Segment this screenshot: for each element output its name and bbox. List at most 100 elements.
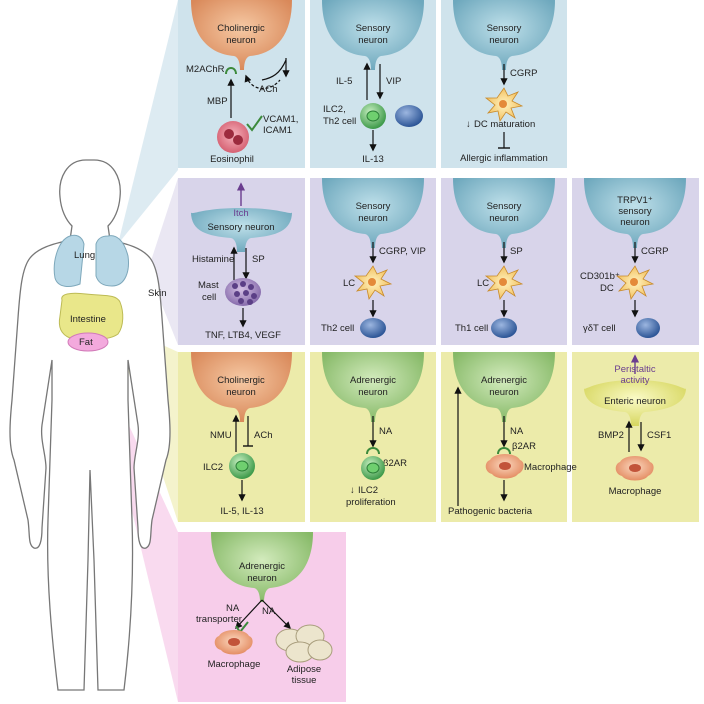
m2achr-receptor-icon bbox=[225, 67, 237, 75]
pathogenic-bacteria-label: Pathogenic bacteria bbox=[448, 506, 533, 517]
macrophage-label: Macrophage bbox=[208, 659, 261, 670]
arrow-down-label: ↓ bbox=[350, 485, 355, 496]
gamma-delta-label: γδT cell bbox=[583, 323, 616, 334]
lc-label: LC bbox=[477, 278, 489, 289]
adrenergic-neuron-icon bbox=[211, 532, 313, 602]
transporter-line-1: NA bbox=[226, 603, 240, 614]
neuron-line-2: neuron bbox=[247, 573, 277, 584]
ach-label: ACh bbox=[259, 84, 277, 95]
lung-panel-2-content: Sensory neuron IL-5 VIP ILC2, Th2 cell I… bbox=[322, 0, 424, 165]
vip-label: VIP bbox=[386, 76, 401, 87]
dendritic-cell-icon bbox=[615, 265, 655, 301]
th1-label: Th1 cell bbox=[455, 323, 488, 334]
neuron-line-1: Adrenergic bbox=[350, 375, 396, 386]
mbp-label: MBP bbox=[207, 96, 228, 107]
dendritic-cell-icon bbox=[484, 87, 524, 123]
skin-connector bbox=[148, 178, 178, 345]
neuron-line-2: neuron bbox=[358, 213, 388, 224]
il5-label: IL-5 bbox=[336, 76, 352, 87]
enteric-neuron-label: Enteric neuron bbox=[604, 396, 666, 407]
skin-panel-3-content: Sensory neuron SP LC Th1 cell bbox=[453, 178, 555, 338]
cgrp-label: CGRP bbox=[510, 68, 537, 79]
neuron-line-2: neuron bbox=[489, 387, 519, 398]
th2-cell-icon bbox=[360, 318, 386, 338]
lc-label: LC bbox=[343, 278, 355, 289]
sensory-neuron-icon bbox=[322, 0, 424, 70]
skin-panel-4-content: TRPV1⁺ sensory neuron CGRP CD301b⁺ DC γδ… bbox=[580, 178, 686, 338]
proliferation-line-2: proliferation bbox=[346, 497, 396, 508]
skin-label: Skin bbox=[148, 288, 166, 299]
intestine-panel-3-content: Adrenergic neuron NA β2AR Macrophage Pat… bbox=[448, 352, 577, 517]
cgrp-label: CGRP bbox=[641, 246, 668, 257]
dc-line-1: CD301b⁺ bbox=[580, 271, 620, 282]
lung-label: Lung bbox=[74, 250, 95, 261]
langerhans-cell-icon bbox=[484, 265, 524, 301]
intestine-organ bbox=[58, 292, 124, 341]
ach-label: ACh bbox=[254, 430, 272, 441]
neuron-line-2: neuron bbox=[226, 35, 256, 46]
fat-organ bbox=[67, 332, 109, 352]
na-label: NA bbox=[510, 426, 524, 437]
bmp2-label: BMP2 bbox=[598, 430, 624, 441]
intestine-label: Intestine bbox=[70, 314, 106, 325]
adhesion-line-2: ICAM1 bbox=[263, 125, 292, 136]
beta2ar-label: β2AR bbox=[512, 441, 536, 452]
gamma-delta-cell-icon bbox=[636, 318, 660, 338]
mast-cell-icon bbox=[225, 278, 261, 306]
macrophage-icon bbox=[615, 456, 654, 481]
langerhans-cell-icon bbox=[353, 265, 393, 301]
cytokines-label: IL-5, IL-13 bbox=[220, 506, 263, 517]
arrow-down-label: ↓ bbox=[466, 119, 471, 130]
cholinergic-neuron-icon bbox=[191, 352, 292, 422]
dc-line-2: DC bbox=[600, 283, 614, 294]
mast-line-2: cell bbox=[202, 292, 216, 303]
skin-panel-1-content: Itch Sensory neuron Histamine SP Mast ce… bbox=[191, 182, 292, 341]
allergic-inflammation-label: Allergic inflammation bbox=[460, 153, 548, 164]
neuron-line-2: neuron bbox=[226, 387, 256, 398]
macrophage-icon bbox=[214, 630, 253, 655]
neuron-line-1: Cholinergic bbox=[217, 375, 265, 386]
enteric-neuron-icon bbox=[584, 380, 686, 426]
activity-line-1: Peristaltic bbox=[614, 364, 655, 375]
na-label: NA bbox=[262, 606, 276, 617]
beta2ar-receptor-icon bbox=[497, 447, 511, 455]
adipose-line-1: Adipose bbox=[287, 664, 321, 675]
cholinergic-neuron-icon bbox=[191, 0, 292, 70]
sp-label: SP bbox=[252, 254, 265, 265]
neuron-line-1: Adrenergic bbox=[239, 561, 285, 572]
sensory-neuron-icon bbox=[322, 178, 424, 248]
csf1-label: CSF1 bbox=[647, 430, 671, 441]
adipose-line-2: tissue bbox=[292, 675, 317, 686]
human-body bbox=[9, 159, 171, 691]
neuron-line-3: neuron bbox=[620, 217, 650, 228]
neuron-line-1: Adrenergic bbox=[481, 375, 527, 386]
neuron-line-2: sensory bbox=[618, 206, 652, 217]
histamine-label: Histamine bbox=[192, 254, 234, 265]
beta2ar-receptor-icon bbox=[366, 447, 380, 455]
neuron-line-2: neuron bbox=[358, 387, 388, 398]
proliferation-line-1: ILC2 bbox=[358, 485, 378, 496]
neuron-line-1: Sensory bbox=[487, 23, 522, 34]
neuron-line-2: neuron bbox=[358, 35, 388, 46]
sensory-neuron-icon bbox=[453, 0, 555, 70]
th2-cell-icon bbox=[395, 105, 423, 127]
macrophage-label: Macrophage bbox=[524, 462, 577, 473]
intestine-panel-4-content: Peristaltic activity Enteric neuron BMP2… bbox=[584, 354, 686, 497]
adrenergic-neuron-icon bbox=[453, 352, 555, 422]
ilc2-label: ILC2 bbox=[203, 462, 223, 473]
cell-line-2: Th2 cell bbox=[323, 116, 356, 127]
fat-label: Fat bbox=[79, 337, 93, 348]
fat-panel-1-content: Adrenergic neuron NA transporter NA Macr… bbox=[196, 532, 333, 686]
adipose-tissue-icon bbox=[275, 624, 333, 663]
mediators-label: TNF, LTB4, VEGF bbox=[205, 330, 281, 341]
nmu-label: NMU bbox=[210, 430, 232, 441]
neuron-line-2: neuron bbox=[489, 213, 519, 224]
skin-panel-2-content: Sensory neuron CGRP, VIP LC Th2 cell bbox=[321, 178, 426, 338]
th2-label: Th2 cell bbox=[321, 323, 354, 334]
il13-label: IL-13 bbox=[362, 154, 384, 165]
adrenergic-neuron-icon bbox=[322, 352, 424, 422]
eosinophil-label: Eosinophil bbox=[210, 154, 254, 165]
neuron-line-1: Sensory bbox=[356, 201, 391, 212]
cell-line-1: ILC2, bbox=[323, 104, 346, 115]
lung-panel-3-content: Sensory neuron CGRP ↓ DC maturation Alle… bbox=[453, 0, 555, 164]
